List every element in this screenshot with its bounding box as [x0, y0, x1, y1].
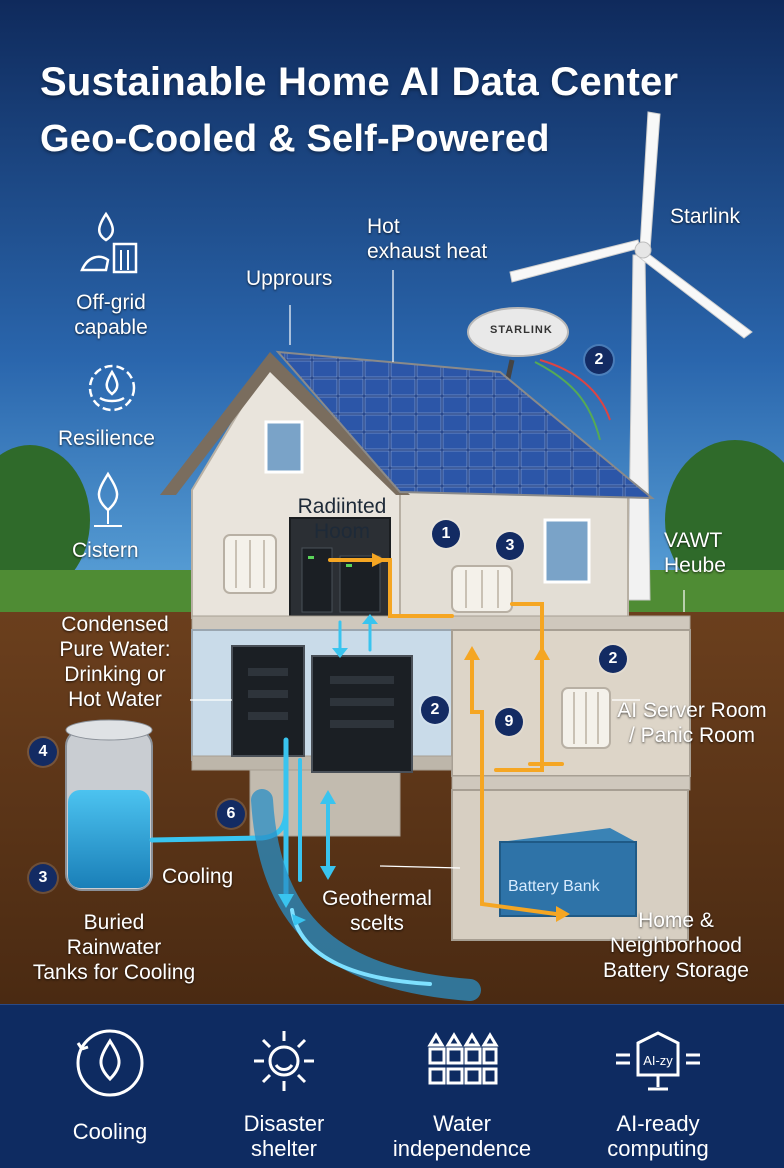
side-window — [543, 518, 591, 584]
label-upprours: Upprours — [246, 267, 333, 290]
marker-2: 2 — [585, 346, 613, 374]
solar-roof — [275, 350, 655, 500]
badge-off-grid: Off-grid capable — [74, 291, 148, 339]
page-title: Sustainable Home AI Data Center — [40, 60, 679, 104]
label-cooling-pipe: Cooling — [162, 865, 234, 888]
basement-server-racks — [231, 645, 413, 773]
disaster-sun-icon — [254, 1031, 314, 1091]
badge-cistern: Cistern — [72, 539, 139, 562]
attic-window — [264, 420, 304, 474]
feature-ai-ready: AI-zy AI-ready computing — [568, 1025, 748, 1161]
basement-radiator — [561, 687, 611, 749]
ai-chip-icon: AI-zy — [616, 1031, 700, 1091]
label-starlink: Starlink — [670, 205, 741, 228]
marker-9: 9 — [495, 708, 523, 736]
tree-left — [0, 445, 90, 595]
battery-bank-box — [499, 828, 637, 917]
heat-arrows — [372, 553, 570, 922]
radiator-left — [223, 534, 277, 594]
label-geothermal: Geothermal scelts — [322, 887, 432, 935]
resilience-drop-icon — [88, 364, 136, 412]
label-radiinted-room: Radiinted Hoom — [297, 495, 387, 543]
water-grid-icon — [427, 1032, 499, 1085]
marker-1: 1 — [432, 520, 460, 548]
cooling-arrows — [278, 614, 378, 926]
cooling-drop-icon — [76, 1029, 144, 1097]
label-starlink-dish: STARLINK — [490, 324, 553, 336]
marker-4: 4 — [29, 738, 57, 766]
feature-label: Water independence — [392, 1111, 532, 1161]
marker-6: 6 — [217, 800, 245, 828]
feature-label: AI-ready computing — [607, 1111, 709, 1161]
cooling-pipes — [149, 620, 481, 1001]
feature-label: Cooling — [72, 1119, 148, 1144]
label-home-battery: Home & Neighborhood Battery Storage — [603, 909, 749, 982]
rainwater-tank — [65, 719, 153, 891]
label-vawt: VAWT Heube — [664, 529, 726, 577]
floor-slab — [191, 615, 691, 631]
marker-2: 2 — [599, 645, 627, 673]
cistern-drop-icon — [94, 471, 122, 527]
label-hot-exhaust: Hot exhaust heat — [367, 215, 488, 263]
roof-edge — [160, 352, 410, 495]
badge-resilience: Resilience — [58, 427, 155, 450]
mid-slab — [451, 775, 691, 791]
label-battery-bank: Battery Bank — [508, 878, 600, 895]
feature-bar: Cooling Disaster shelter — [0, 1004, 784, 1168]
ai-chip-text: AI-zy — [643, 1053, 673, 1068]
radiator-right — [451, 565, 513, 613]
marker-2: 2 — [421, 696, 449, 724]
marker-3: 3 — [29, 864, 57, 892]
leader-lines — [190, 270, 685, 869]
label-server-room: AI Server Room / Panic Room — [617, 699, 767, 747]
label-rainwater: Buried Rainwater Tanks for Cooling — [32, 911, 196, 984]
feature-cooling: Cooling — [20, 1025, 200, 1144]
water-drop-plant-icon — [80, 211, 138, 274]
marker-3: 3 — [496, 532, 524, 560]
tree-right — [665, 440, 784, 600]
wind-turbine — [509, 111, 753, 601]
heat-pipes — [328, 558, 564, 916]
upper-server-racks — [301, 547, 381, 613]
feature-water-independence: Water independence — [372, 1025, 552, 1161]
page-subtitle: Geo-Cooled & Self-Powered — [40, 118, 550, 160]
feature-disaster-shelter: Disaster shelter — [194, 1025, 374, 1161]
label-condensed-water: Condensed Pure Water: Drinking or Hot Wa… — [59, 613, 171, 711]
feature-label: Disaster shelter — [243, 1111, 325, 1161]
